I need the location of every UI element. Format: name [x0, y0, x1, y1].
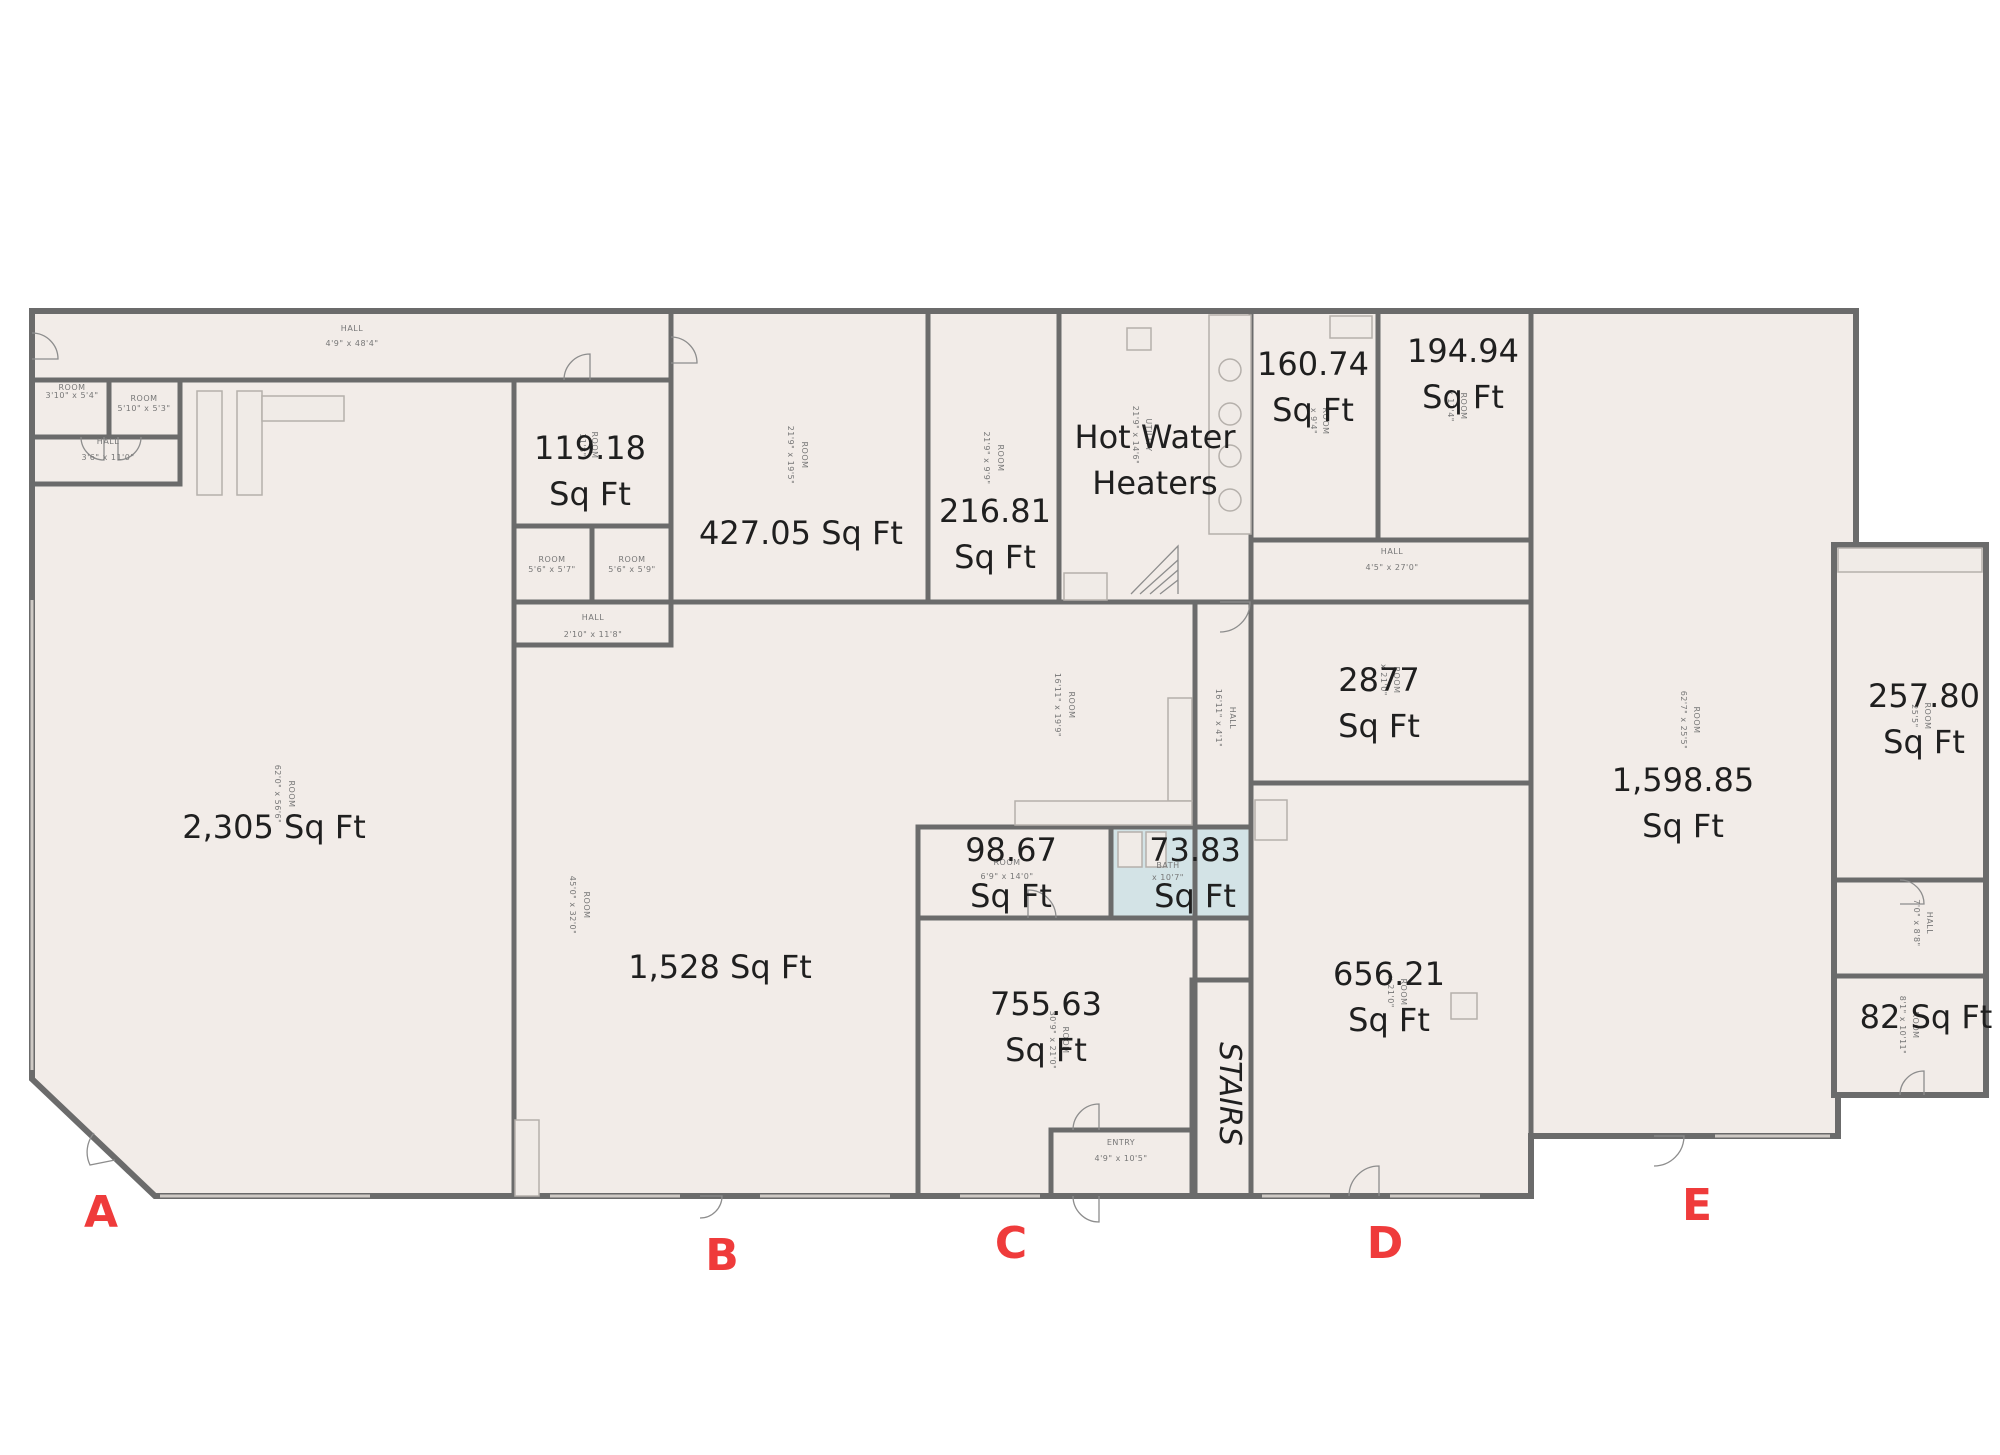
svg-text:x 10'7": x 10'7" — [1152, 873, 1184, 882]
svg-text:119.18: 119.18 — [534, 429, 646, 467]
svg-text:ROOM: ROOM — [1911, 1011, 1920, 1038]
svg-text:ROOM: ROOM — [800, 441, 809, 468]
entrance-c: C — [995, 1218, 1027, 1269]
svg-text:160.74: 160.74 — [1257, 345, 1369, 383]
fixtures — [196, 314, 1983, 1197]
svg-text:Sq Ft: Sq Ft — [1422, 378, 1504, 416]
svg-text:ROOM: ROOM — [58, 383, 85, 392]
svg-text:3'10" x 5'4": 3'10" x 5'4" — [45, 391, 98, 400]
svg-text:UTILITY: UTILITY — [1144, 418, 1153, 451]
svg-text:Sq Ft: Sq Ft — [1883, 723, 1965, 761]
svg-text:Sq Ft: Sq Ft — [1642, 807, 1724, 845]
svg-text:11'8": 11'8" — [578, 433, 587, 457]
svg-text:3'6" x 11'0": 3'6" x 11'0" — [81, 453, 134, 462]
svg-text:ROOM: ROOM — [1692, 706, 1701, 733]
svg-text:Sq Ft: Sq Ft — [549, 475, 631, 513]
svg-text:Sq Ft: Sq Ft — [1154, 877, 1236, 915]
area-labels: 2,305 Sq Ft 119.18 Sq Ft 427.05 Sq Ft 21… — [182, 332, 1992, 1069]
floor-area — [32, 311, 1986, 1196]
doors — [31, 332, 1925, 1223]
svg-text:1,598.85: 1,598.85 — [1612, 761, 1755, 799]
svg-text:BATH: BATH — [1156, 861, 1179, 870]
svg-text:5'6" x 5'9": 5'6" x 5'9" — [608, 565, 655, 574]
svg-text:Sq Ft: Sq Ft — [1005, 1031, 1087, 1069]
svg-text:HALL: HALL — [341, 324, 363, 333]
svg-text:2'10" x 11'8": 2'10" x 11'8" — [564, 630, 623, 639]
svg-text:ROOM: ROOM — [582, 891, 591, 918]
windows — [30, 600, 1830, 1198]
svg-text:ROOM: ROOM — [130, 394, 157, 403]
entrance-a: A — [84, 1187, 118, 1238]
svg-text:Heaters: Heaters — [1092, 464, 1217, 502]
svg-text:ROOM: ROOM — [618, 555, 645, 564]
svg-text:7'0" x 8'8": 7'0" x 8'8" — [1912, 899, 1921, 946]
svg-text:21'9" x 9'9": 21'9" x 9'9" — [982, 431, 991, 484]
room-labels: HALL 4'9" x 48'4" ROOM 3'10" x 5'4" ROOM… — [45, 324, 1934, 1163]
entrance-d: D — [1367, 1218, 1404, 1269]
svg-text:x 11'4": x 11'4" — [1446, 390, 1455, 422]
svg-text:62'7" x 25'5": 62'7" x 25'5" — [1679, 691, 1688, 750]
svg-text:HALL: HALL — [1381, 547, 1403, 556]
svg-text:ROOM: ROOM — [1321, 407, 1330, 434]
svg-text:82 Sq Ft: 82 Sq Ft — [1860, 998, 1993, 1036]
svg-text:ROOM: ROOM — [996, 444, 1005, 471]
svg-text:4'9" x 48'4": 4'9" x 48'4" — [325, 339, 378, 348]
svg-text:16'11" x 19'9": 16'11" x 19'9" — [1053, 673, 1062, 737]
svg-text:62'0" x 56'6": 62'0" x 56'6" — [273, 765, 282, 824]
svg-text:ROOM: ROOM — [538, 555, 565, 564]
svg-text:ROOM: ROOM — [590, 431, 599, 458]
svg-text:ROOM: ROOM — [993, 858, 1020, 867]
svg-text:30'9" x 21'0": 30'9" x 21'0" — [1048, 1011, 1057, 1070]
svg-text:Sq Ft: Sq Ft — [970, 877, 1052, 915]
svg-text:21'9" x 19'5": 21'9" x 19'5" — [786, 426, 795, 485]
svg-text:HALL: HALL — [1228, 707, 1237, 729]
svg-text:6'9" x 14'0": 6'9" x 14'0" — [980, 872, 1033, 881]
svg-text:2,305 Sq Ft: 2,305 Sq Ft — [182, 808, 366, 846]
svg-text:45'0" x 32'0": 45'0" x 32'0" — [568, 876, 577, 935]
svg-text:216.81: 216.81 — [939, 492, 1051, 530]
svg-text:Sq Ft: Sq Ft — [954, 538, 1036, 576]
svg-text:ROOM: ROOM — [1459, 392, 1468, 419]
svg-text:x 9'4": x 9'4" — [1309, 408, 1318, 434]
svg-text:8'1" x 10'11": 8'1" x 10'11" — [1898, 996, 1907, 1055]
svg-text:4'9" x 10'5": 4'9" x 10'5" — [1094, 1154, 1147, 1163]
svg-text:ROOM: ROOM — [1061, 1026, 1070, 1053]
svg-text:Sq Ft: Sq Ft — [1348, 1001, 1430, 1039]
svg-text:427.05 Sq Ft: 427.05 Sq Ft — [699, 514, 903, 552]
svg-text:ROOM: ROOM — [1923, 702, 1932, 729]
svg-text:25'5": 25'5" — [1910, 704, 1919, 728]
svg-text:HALL: HALL — [582, 613, 604, 622]
svg-text:98.67: 98.67 — [965, 831, 1057, 869]
svg-text:ROOM: ROOM — [1399, 978, 1408, 1005]
svg-text:HALL: HALL — [1925, 912, 1934, 934]
svg-text:ROOM: ROOM — [287, 780, 296, 807]
svg-text:2877: 2877 — [1338, 661, 1419, 699]
svg-text:ROOM: ROOM — [1392, 666, 1401, 693]
svg-text:x 21'0": x 21'0" — [1386, 976, 1395, 1008]
svg-text:5'6" x 5'7": 5'6" x 5'7" — [528, 565, 575, 574]
svg-text:HALL: HALL — [97, 437, 119, 446]
svg-text:ROOM: ROOM — [1067, 691, 1076, 718]
entrance-e: E — [1682, 1180, 1712, 1231]
svg-text:755.63: 755.63 — [990, 985, 1102, 1023]
interior-walls — [29, 308, 1989, 1199]
svg-text:Hot Water: Hot Water — [1075, 418, 1237, 456]
svg-text:ENTRY: ENTRY — [1107, 1138, 1135, 1147]
svg-text:x 21'0": x 21'0" — [1379, 664, 1388, 696]
svg-text:73.83: 73.83 — [1149, 831, 1241, 869]
svg-text:1,528 Sq Ft: 1,528 Sq Ft — [628, 948, 812, 986]
svg-text:4'5" x 27'0": 4'5" x 27'0" — [1365, 563, 1418, 572]
outer-wall — [29, 308, 1859, 548]
stairs-label: STAIRS — [1212, 1042, 1247, 1146]
svg-text:656.21: 656.21 — [1333, 955, 1445, 993]
svg-text:21'9" x 14'6": 21'9" x 14'6" — [1131, 406, 1140, 465]
svg-text:5'10" x 5'3": 5'10" x 5'3" — [117, 404, 170, 413]
svg-text:Sq Ft: Sq Ft — [1338, 707, 1420, 745]
entrance-b: B — [705, 1230, 739, 1281]
svg-text:257.80: 257.80 — [1868, 677, 1980, 715]
svg-text:16'11" x 4'1": 16'11" x 4'1" — [1214, 689, 1223, 748]
svg-text:194.94: 194.94 — [1407, 332, 1519, 370]
svg-text:Sq Ft: Sq Ft — [1272, 391, 1354, 429]
